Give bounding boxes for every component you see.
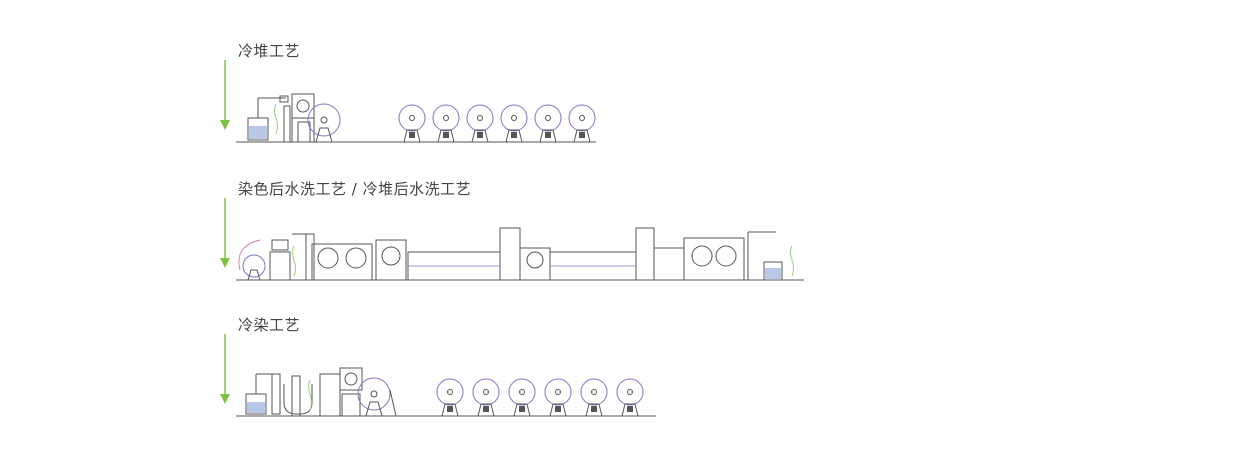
batch-roll bbox=[580, 378, 608, 417]
batch-roll bbox=[508, 378, 536, 417]
cold-dyeing-line-diagram bbox=[236, 367, 656, 417]
pad-frame bbox=[283, 93, 315, 143]
plant-icon bbox=[790, 245, 794, 277]
section-cold-pad-batch: 冷堆工艺 bbox=[218, 40, 818, 150]
flow-arrow-icon bbox=[220, 60, 230, 130]
pad-frame bbox=[319, 367, 363, 417]
batch-roll bbox=[544, 378, 572, 417]
washing-line-diagram bbox=[236, 227, 804, 281]
batch-rolls bbox=[398, 104, 596, 143]
batching-roll bbox=[307, 103, 341, 143]
flow-arrow-icon bbox=[220, 198, 230, 268]
batching-roll bbox=[357, 377, 397, 417]
batch-roll bbox=[436, 378, 464, 417]
feed-roll bbox=[238, 233, 315, 281]
batch-roll bbox=[432, 104, 460, 143]
plant-icon bbox=[292, 245, 296, 277]
cold-pad-batch-line-diagram bbox=[236, 93, 596, 143]
batch-roll bbox=[534, 104, 562, 143]
section-title: 染色后水洗工艺 / 冷堆后水洗工艺 bbox=[238, 180, 472, 198]
batch-roll bbox=[616, 378, 644, 417]
washing-range bbox=[311, 227, 783, 281]
batch-roll bbox=[568, 104, 596, 143]
section-title: 冷堆工艺 bbox=[238, 42, 301, 60]
plant-icon bbox=[308, 379, 312, 411]
padding-tank bbox=[247, 95, 289, 141]
batch-roll bbox=[398, 104, 426, 143]
dye-tank bbox=[245, 373, 313, 417]
section-title: 冷染工艺 bbox=[238, 316, 301, 334]
batch-roll bbox=[472, 378, 500, 417]
plant-icon bbox=[274, 103, 278, 135]
batch-roll bbox=[466, 104, 494, 143]
section-washing-after-dyeing: 染色后水洗工艺 / 冷堆后水洗工艺 bbox=[218, 178, 818, 293]
flow-arrow-icon bbox=[220, 334, 230, 404]
batch-rolls bbox=[436, 378, 644, 417]
section-cold-dyeing: 冷染工艺 bbox=[218, 314, 818, 424]
batch-roll bbox=[500, 104, 528, 143]
